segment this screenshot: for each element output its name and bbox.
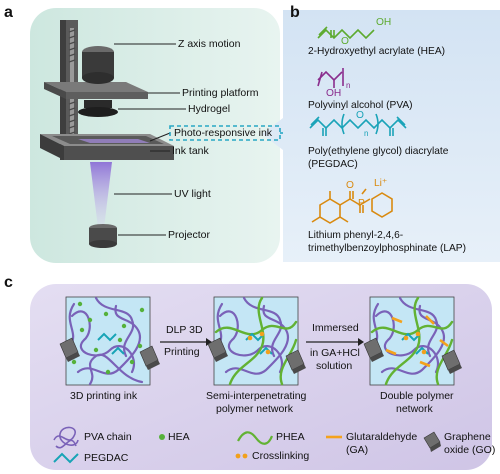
legend-go-label-1: Graphene	[444, 431, 491, 443]
legend-crosslinking-icon	[235, 453, 248, 459]
panel-label-c: c	[4, 274, 13, 291]
semi-ipn-box	[207, 296, 306, 386]
legend-phea-label: PHEA	[276, 431, 305, 443]
pva-label: Polyvinyl alcohol (PVA)	[308, 100, 413, 111]
arrow2-line2: in GA+HCl	[310, 347, 360, 359]
label-z-axis: Z axis motion	[178, 38, 241, 50]
arrow2-line3: solution	[316, 360, 353, 372]
uv-light-beam	[90, 162, 112, 228]
box2-caption-1: Semi-interpenetrating	[206, 390, 307, 402]
legend-phea-icon	[237, 431, 274, 445]
lap-structure	[311, 188, 393, 224]
arrow2-line1: Immersed	[312, 322, 359, 334]
hea-o: O	[341, 36, 349, 47]
label-ink: Photo-responsive ink	[174, 127, 273, 139]
legend-pegdac-icon	[53, 452, 79, 464]
lap-label-1: Lithium phenyl-2,4,6-	[308, 230, 404, 241]
printer-illustration	[40, 20, 283, 248]
legend-pva-label: PVA chain	[84, 431, 132, 443]
label-hydrogel: Hydrogel	[188, 103, 231, 115]
peg-label-1: Poly(ethylene glycol) diacrylate	[308, 146, 449, 157]
lap-o: O	[346, 180, 354, 191]
legend-go-label-2: oxide (GO)	[444, 444, 496, 456]
ink-network-box	[59, 296, 160, 386]
panel-label-a: a	[4, 4, 13, 21]
box3-caption-2: network	[396, 403, 433, 415]
label-projector: Projector	[168, 229, 211, 241]
label-uv: UV light	[174, 188, 211, 200]
legend-go-icon	[423, 431, 441, 452]
label-platform: Printing platform	[182, 87, 259, 99]
panel-label-b: b	[290, 4, 300, 21]
label-tank: Ink tank	[172, 145, 209, 157]
legend-hea-icon	[159, 434, 165, 440]
pva-n: n	[346, 81, 351, 90]
legend-ga-label-1: Glutaraldehyde	[346, 431, 418, 443]
lap-label-2: trimethylbenzoylphosphinate (LAP)	[308, 243, 466, 254]
legend-crosslinking-label: Crosslinking	[252, 450, 310, 462]
peg-n: n	[364, 129, 369, 138]
pva-structure	[317, 68, 344, 88]
arrow1-label-top: DLP 3D	[166, 324, 203, 336]
legend-pva-icon	[53, 426, 79, 449]
hea-structure	[317, 26, 375, 40]
pva-oh: OH	[326, 88, 342, 99]
ink-dashed-box	[169, 125, 281, 141]
box3-caption-1: Double polymer	[380, 390, 454, 402]
legend-pegdac-label: PEGDAC	[84, 452, 129, 464]
printing-platform	[44, 82, 148, 92]
hea-oh: OH	[376, 17, 392, 28]
lap-p: P	[358, 198, 365, 209]
ink-surface	[78, 139, 150, 143]
peg-label-2: (PEGDAC)	[308, 159, 358, 170]
arrow1-label-bottom: Printing	[164, 346, 200, 358]
box1-caption: 3D printing ink	[70, 390, 138, 402]
pegdac-structure	[309, 113, 407, 136]
legend-hea-label: HEA	[168, 431, 190, 443]
peg-o-1: O	[356, 110, 364, 121]
legend-ga-label-2: (GA)	[346, 444, 369, 456]
ink-callout	[149, 132, 171, 142]
hea-label: 2-Hydroxyethyl acrylate (HEA)	[308, 46, 446, 57]
lap-li: Li⁺	[374, 178, 388, 189]
box2-caption-2: polymer network	[216, 403, 294, 415]
double-network-box	[363, 296, 462, 386]
hydrogel-sample	[78, 107, 118, 117]
